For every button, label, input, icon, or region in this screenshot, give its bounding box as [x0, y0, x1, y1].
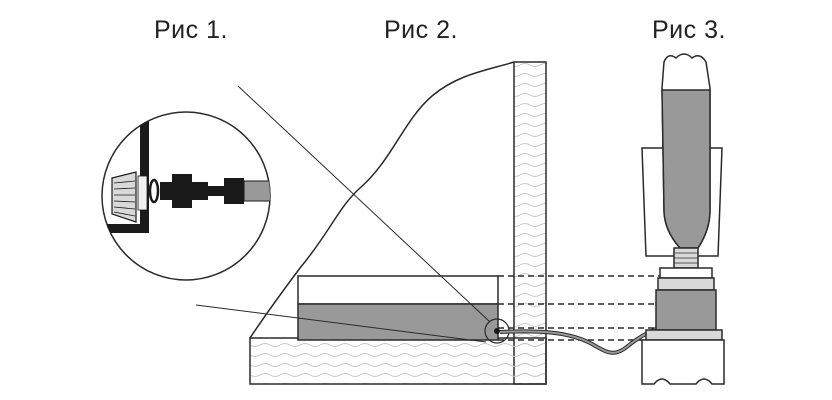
floor [249, 337, 547, 385]
figure-1-label: Рис 1. [154, 16, 228, 44]
collar [659, 267, 713, 279]
figure-3-illustration [641, 53, 725, 385]
valve-body [655, 289, 717, 331]
threaded-nut-icon [111, 171, 137, 223]
tube [243, 180, 270, 202]
figure-1-magnifier [101, 111, 271, 281]
figure-2-label: Рис 2. [384, 16, 458, 44]
zoom-lines [195, 85, 491, 343]
figure-2-illustration [249, 61, 547, 385]
tank-body [297, 303, 499, 341]
figure-3-label: Рис 3. [652, 16, 726, 44]
valve-top [657, 277, 715, 291]
fitting-icon [160, 174, 208, 208]
stand [641, 339, 725, 385]
base-plate [645, 329, 723, 341]
wall [513, 61, 547, 385]
connector-icon [208, 178, 244, 204]
o-ring-icon [148, 178, 160, 204]
cabinet-outline [249, 61, 515, 339]
tank-top [297, 275, 499, 305]
fitting-dot [494, 328, 500, 334]
bottle-water [661, 89, 711, 249]
